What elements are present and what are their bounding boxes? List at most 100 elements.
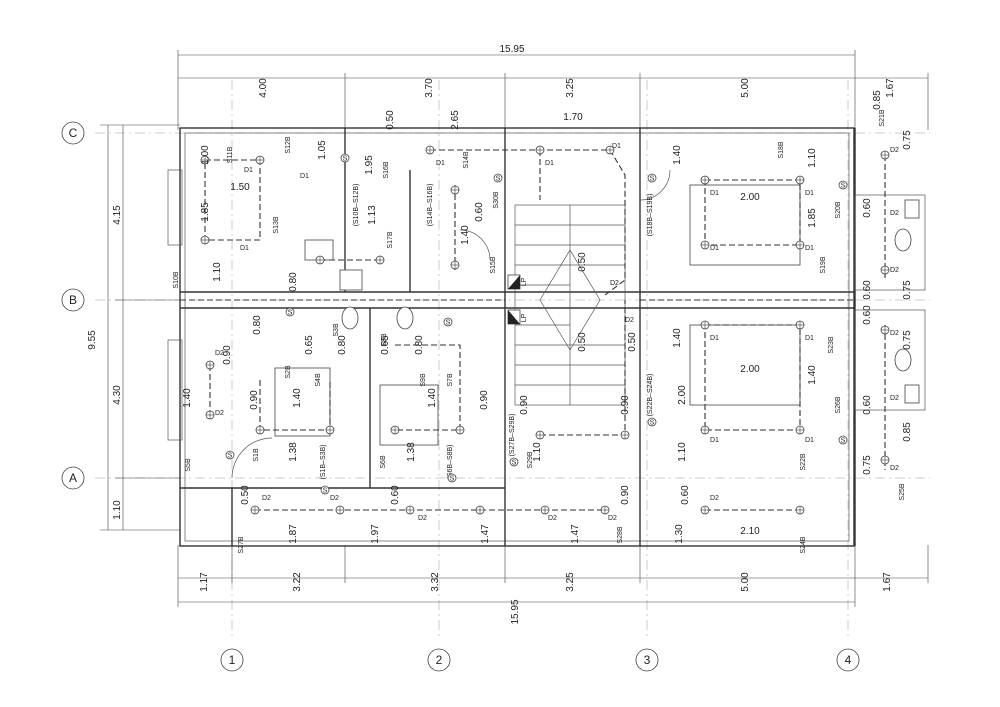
switch-label: S12B xyxy=(285,136,292,153)
room-dim: 1.85 xyxy=(807,208,818,228)
switch-label: S2B xyxy=(285,365,292,379)
switch-label: S3B xyxy=(333,323,340,337)
switch-label: S9B xyxy=(420,373,427,387)
room-dim: 0.60 xyxy=(862,280,873,300)
grid-col-4: 4 xyxy=(845,653,852,667)
room-dim: 1.10 xyxy=(212,262,223,282)
left-dimension-chain: 9.55 4.15 4.30 1.10 xyxy=(87,124,180,531)
room-dim: 0.50 xyxy=(385,110,396,130)
light-fixture xyxy=(255,155,265,165)
switch-label: S16B xyxy=(383,161,390,178)
driver-label: D1 xyxy=(805,190,814,197)
switch-label: S23B xyxy=(828,336,835,353)
dim-bottom-1: 1.17 xyxy=(199,572,210,592)
switch-label: S13B xyxy=(273,216,280,233)
light-fixture xyxy=(880,455,890,465)
driver-label: D1 xyxy=(710,245,719,252)
driver-label: D2 xyxy=(890,330,899,337)
toilet xyxy=(894,348,912,372)
switch-symbol: S xyxy=(647,417,657,427)
driver-label: D2 xyxy=(548,515,557,522)
room-dim: 2.00 xyxy=(677,385,688,405)
switch-label: S29B xyxy=(527,451,534,468)
switch-symbol: S xyxy=(225,450,235,460)
room-dim: 0.60 xyxy=(862,395,873,415)
washbasin xyxy=(904,199,920,219)
light-fixture xyxy=(455,425,465,435)
switch-group-label: (S6B–S8B) xyxy=(447,444,454,479)
switch-label: S4B xyxy=(315,373,322,387)
washbasin xyxy=(904,384,920,404)
room-dim: 0.90 xyxy=(620,395,631,415)
light-fixture xyxy=(425,145,435,155)
dim-top-4: 5.00 xyxy=(740,78,751,98)
light-fixture xyxy=(255,425,265,435)
lighting-panel: LP LP xyxy=(507,274,528,325)
room-dim: 0.75 xyxy=(902,130,913,150)
room-dim: 0.50 xyxy=(577,332,588,352)
dim-bottom-3: 3.32 xyxy=(430,572,441,592)
driver-label: D1 xyxy=(244,167,253,174)
grid-column-bubbles: 1 2 3 4 xyxy=(220,648,860,672)
driver-label: D1 xyxy=(805,437,814,444)
light-fixture xyxy=(620,430,630,440)
room-dim: 1.10 xyxy=(532,442,543,462)
switch-group-label: (S18B–S19B) xyxy=(647,194,654,237)
lp-label: LP xyxy=(521,277,528,286)
room-dim: 1.47 xyxy=(480,524,491,544)
room-dim: 0.60 xyxy=(390,485,401,505)
light-fixture xyxy=(605,145,615,155)
room-dim: 1.05 xyxy=(317,140,328,160)
light-fixture xyxy=(540,505,550,515)
room-dim: 1.70 xyxy=(563,112,583,123)
room-dim: 0.65 xyxy=(380,335,391,355)
switch-label: S24B xyxy=(800,536,807,553)
room-dim: 1.00 xyxy=(200,145,211,165)
light-fixture xyxy=(200,155,210,165)
driver-label: D2 xyxy=(625,317,634,324)
svg-text:S: S xyxy=(288,310,293,317)
room-dim: 0.50 xyxy=(240,485,251,505)
room-dim: 0.90 xyxy=(222,345,233,365)
top-dimension-chain: 15.95 4.00 3.70 3.25 5.00 1.67 xyxy=(177,44,929,130)
svg-text:S: S xyxy=(343,156,348,163)
bed xyxy=(689,184,801,266)
room-dim: 1.40 xyxy=(672,145,683,165)
switch-symbol: S xyxy=(493,173,503,183)
dim-left-total: 9.55 xyxy=(87,330,98,350)
driver-labels: D1 D1 D1 D1 D1 D1 D1 D1 D1 D1 D1 D1 D1 D… xyxy=(215,143,899,522)
room-dim: 0.85 xyxy=(872,90,883,110)
svg-text:S: S xyxy=(512,460,517,467)
driver-label: D1 xyxy=(805,245,814,252)
dim-top-5: 1.67 xyxy=(885,78,896,98)
switch-symbol: S xyxy=(320,485,330,495)
grid-col-3: 3 xyxy=(644,653,651,667)
bed xyxy=(689,324,801,406)
light-fixture xyxy=(880,150,890,160)
room-dim: 1.87 xyxy=(288,524,299,544)
room-dim: 1.50 xyxy=(230,182,250,193)
room-dim: 1.47 xyxy=(570,524,581,544)
switch-label: S28B xyxy=(617,526,624,543)
door-swing xyxy=(459,229,491,261)
switch-label: S1B xyxy=(253,448,260,462)
room-dim: 0.65 xyxy=(304,335,315,355)
light-fixture xyxy=(315,255,325,265)
washbasin xyxy=(339,269,363,291)
svg-text:S: S xyxy=(841,438,846,445)
light-fixture xyxy=(335,505,345,515)
svg-text:S: S xyxy=(446,320,451,327)
grid-col-1: 1 xyxy=(229,653,236,667)
light-fixture xyxy=(450,185,460,195)
switch-label: S14B xyxy=(463,151,470,168)
light-fixture xyxy=(405,505,415,515)
switch-label: S7B xyxy=(447,373,454,387)
light-fixture xyxy=(795,505,805,515)
room-dim: 0.75 xyxy=(902,280,913,300)
toilet xyxy=(396,306,414,330)
room-dim: 0.50 xyxy=(627,332,638,352)
light-fixture xyxy=(205,360,215,370)
grid-col-2: 2 xyxy=(436,653,443,667)
room-dim: 1.40 xyxy=(182,388,193,408)
